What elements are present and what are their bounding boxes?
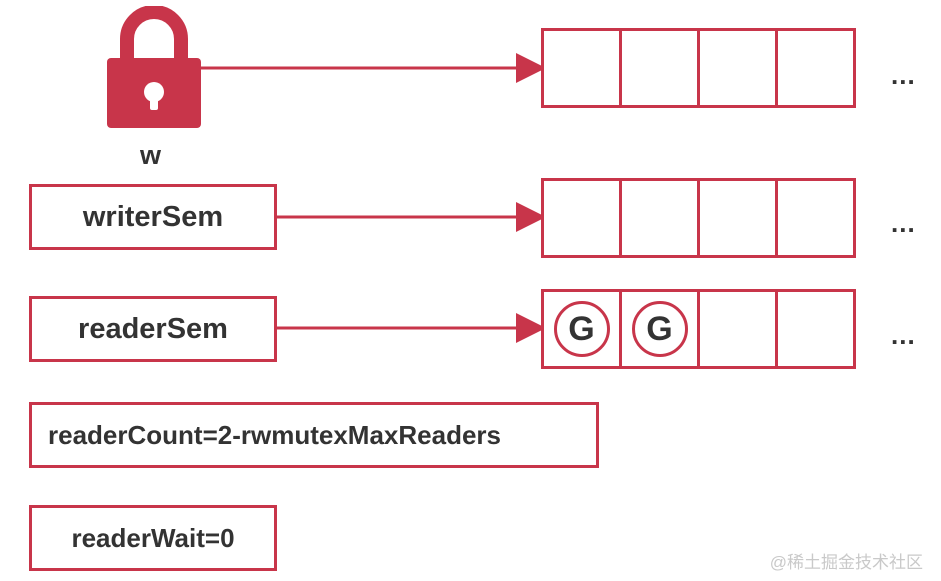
reader-wait-box: readerWait=0	[29, 505, 277, 571]
queue-cell	[697, 289, 778, 369]
reader-sem-box: readerSem	[29, 296, 277, 362]
queue-cell: G	[541, 289, 622, 369]
lock-icon	[107, 6, 201, 128]
queue-cell	[697, 178, 778, 258]
writer-queue	[541, 178, 856, 258]
queue-cell	[619, 28, 700, 108]
reader-count-box: readerCount=2-rwmutexMaxReaders	[29, 402, 599, 468]
queue-cell	[541, 178, 622, 258]
lock-queue-more: ...	[891, 60, 916, 90]
queue-cell: G	[619, 289, 700, 369]
queue-cell	[775, 289, 856, 369]
writer-queue-more: ...	[891, 208, 916, 238]
goroutine-token: G	[631, 301, 688, 357]
writer-sem-box: writerSem	[29, 184, 277, 250]
lock-queue	[541, 28, 856, 108]
queue-cell	[541, 28, 622, 108]
reader-queue-more: ...	[891, 320, 916, 350]
watermark: @稀土掘金技术社区	[769, 553, 923, 572]
reader-queue: G G	[541, 289, 856, 369]
queue-cell	[619, 178, 700, 258]
lock-label: w	[140, 140, 162, 170]
queue-cell	[697, 28, 778, 108]
goroutine-token: G	[553, 301, 610, 357]
queue-cell	[775, 28, 856, 108]
queue-cell	[775, 178, 856, 258]
